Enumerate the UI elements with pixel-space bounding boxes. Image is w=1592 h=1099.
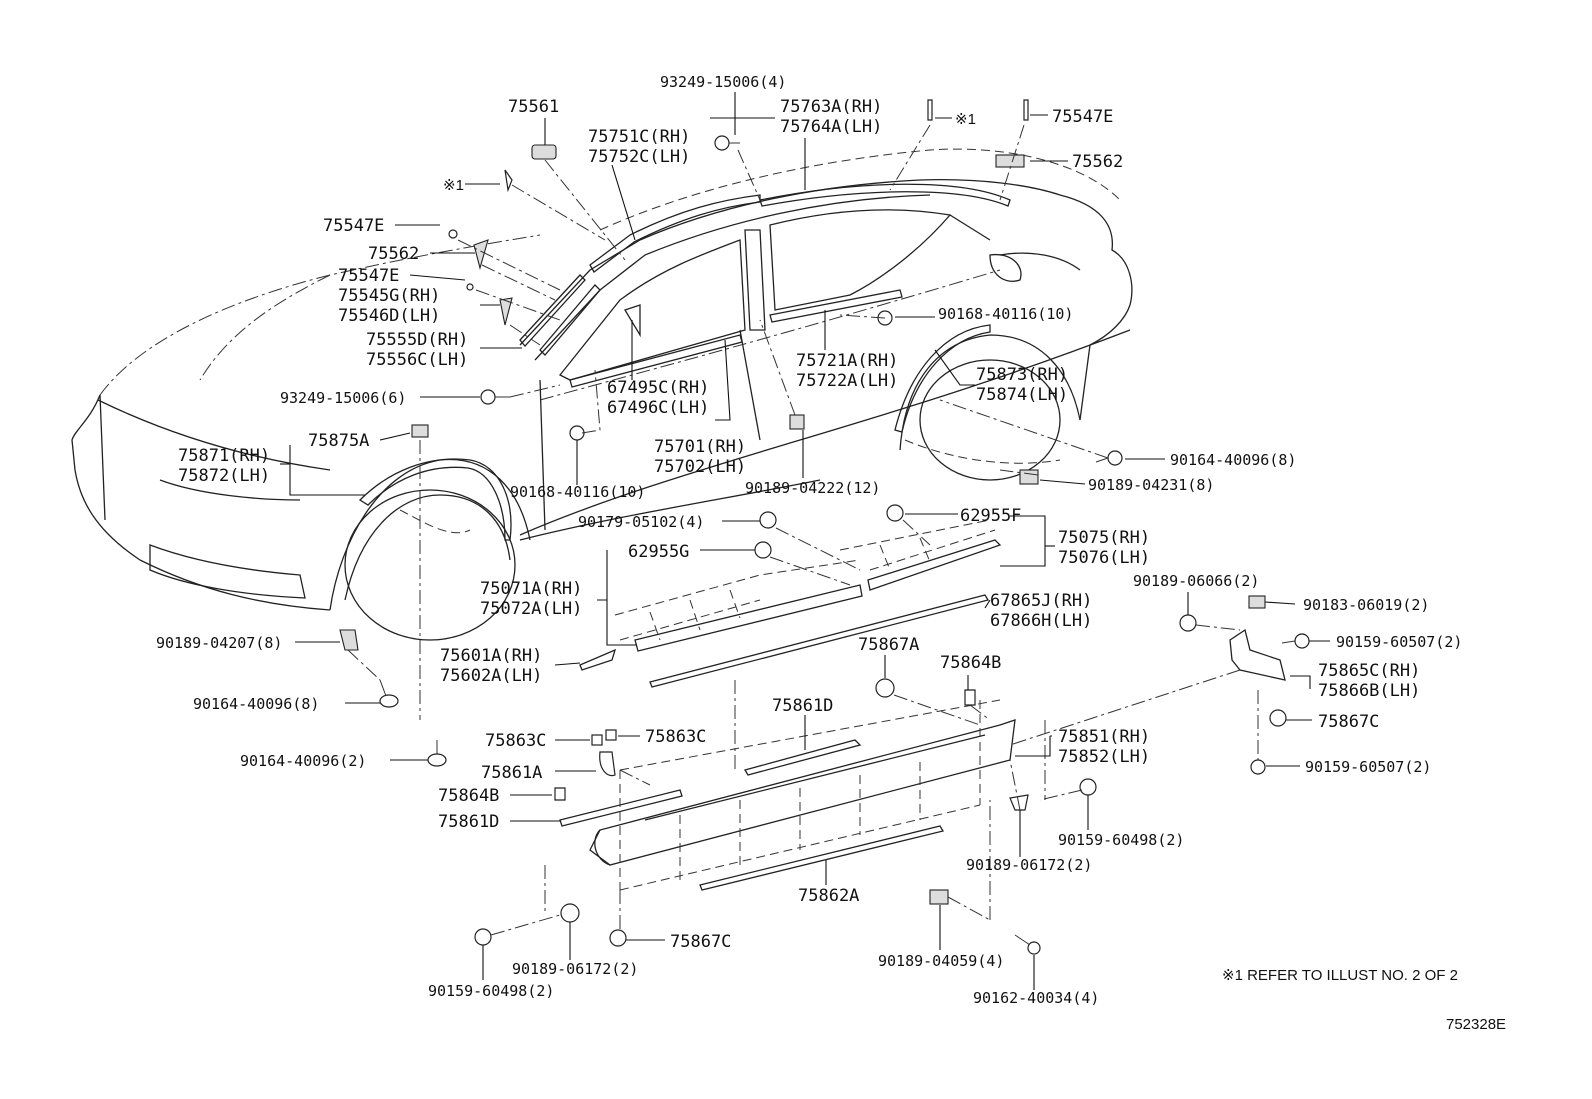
label-75861a: 75861A (481, 763, 542, 783)
label-90164-40096-left: 90164-40096(8) (193, 695, 319, 713)
label-90159-60498-right: 90159-60498(2) (1058, 831, 1184, 849)
label-75562-top: 75562 (1072, 152, 1123, 172)
label-75721a-rh: 75721A(RH) (796, 351, 898, 371)
label-90168-40116-left: 90168-40116(10) (510, 483, 645, 501)
label-90159-60507-b: 90159-60507(2) (1305, 758, 1431, 776)
label-75852-lh: 75852(LH) (1058, 747, 1150, 767)
label-75751c-rh: 75751C(RH) (588, 127, 690, 147)
label-75875a: 75875A (308, 431, 369, 451)
label-62955g: 62955G (628, 542, 689, 562)
label-75547e-b: 75547E (338, 266, 399, 286)
label-75701-rh: 75701(RH) (654, 437, 746, 457)
label-75076-lh: 75076(LH) (1058, 548, 1150, 568)
car-body-illustration (71, 148, 1133, 641)
label-75861d-top: 75861D (772, 696, 833, 716)
label-75555d-rh: 75555D(RH) (366, 330, 468, 350)
label-90189-04207: 90189-04207(8) (156, 634, 282, 652)
label-note1-left: ※1 (443, 177, 464, 194)
label-75874-lh: 75874(LH) (976, 385, 1068, 405)
label-90159-60498-left: 90159-60498(2) (428, 982, 554, 1000)
label-90159-60507-a: 90159-60507(2) (1336, 633, 1462, 651)
label-75863c-b: 75863C (645, 727, 706, 747)
label-75764a-lh: 75764A(LH) (780, 117, 882, 137)
label-75722a-lh: 75722A(LH) (796, 371, 898, 391)
fasteners (339, 99, 1310, 955)
label-75867c-bottom: 75867C (670, 932, 731, 952)
label-75865c-rh: 75865C(RH) (1318, 661, 1420, 681)
label-93249-15006-left: 93249-15006(6) (280, 389, 406, 407)
label-75871-rh: 75871(RH) (178, 446, 270, 466)
label-75861d-left: 75861D (438, 812, 499, 832)
label-90164-40096-bottom: 90164-40096(2) (240, 752, 366, 770)
label-90189-04231: 90189-04231(8) (1088, 476, 1214, 494)
leader-lines (280, 92, 1330, 990)
footer-notes: ※1 REFER TO ILLUST NO. 2 OF 2 752328E (1222, 967, 1506, 1033)
label-75763a-rh: 75763A(RH) (780, 97, 882, 117)
label-75872-lh: 75872(LH) (178, 466, 270, 486)
label-75561: 75561 (508, 97, 559, 117)
moldings-and-rocker (358, 183, 1286, 891)
label-75752c-lh: 75752C(LH) (588, 147, 690, 167)
part-labels: 93249-15006(4) 75561 75763A(RH) 75764A(L… (156, 73, 1462, 1007)
label-75702-lh: 75702(LH) (654, 457, 746, 477)
label-75867a: 75867A (858, 635, 919, 655)
label-93249-15006-top: 93249-15006(4) (660, 73, 786, 91)
label-75071a-rh: 75071A(RH) (480, 579, 582, 599)
label-note1-top: ※1 (955, 111, 976, 128)
label-90189-06172-left: 90189-06172(2) (512, 960, 638, 978)
label-75864b-left: 75864B (438, 786, 499, 806)
label-90189-06066: 90189-06066(2) (1133, 572, 1259, 590)
label-90164-40096-right: 90164-40096(8) (1170, 451, 1296, 469)
footnote: ※1 REFER TO ILLUST NO. 2 OF 2 (1222, 967, 1458, 984)
label-75866b-lh: 75866B(LH) (1318, 681, 1420, 701)
label-75547e-top: 75547E (1052, 107, 1113, 127)
label-75546d-lh: 75546D(LH) (338, 306, 440, 326)
label-67866h-lh: 67866H(LH) (990, 611, 1092, 631)
label-75556c-lh: 75556C(LH) (366, 350, 468, 370)
label-75075-rh: 75075(RH) (1058, 528, 1150, 548)
label-75862a: 75862A (798, 886, 859, 906)
label-90189-04059: 90189-04059(4) (878, 952, 1004, 970)
label-90189-04222: 90189-04222(12) (745, 479, 880, 497)
label-67495c-rh: 67495C(RH) (607, 378, 709, 398)
label-75863c-a: 75863C (485, 731, 546, 751)
label-75547e-a: 75547E (323, 216, 384, 236)
illustration-code: 752328E (1446, 1016, 1506, 1033)
label-75864b-top: 75864B (940, 653, 1001, 673)
label-75601a-rh: 75601A(RH) (440, 646, 542, 666)
label-75602a-lh: 75602A(LH) (440, 666, 542, 686)
label-90189-06172-right: 90189-06172(2) (966, 856, 1092, 874)
label-90162-40034: 90162-40034(4) (973, 989, 1099, 1007)
label-75072a-lh: 75072A(LH) (480, 599, 582, 619)
label-90179-05102: 90179-05102(4) (578, 513, 704, 531)
label-62955f: 62955F (960, 506, 1021, 526)
label-90183-06019: 90183-06019(2) (1303, 596, 1429, 614)
label-75867c-right: 75867C (1318, 712, 1379, 732)
label-75851-rh: 75851(RH) (1058, 727, 1150, 747)
label-90168-40116-right: 90168-40116(10) (938, 305, 1073, 323)
assembly-lines (347, 124, 1259, 936)
label-75545g-rh: 75545G(RH) (338, 286, 440, 306)
label-67496c-lh: 67496C(LH) (607, 398, 709, 418)
label-67865j-rh: 67865J(RH) (990, 591, 1092, 611)
label-75873-rh: 75873(RH) (976, 365, 1068, 385)
label-75562-left: 75562 (368, 244, 419, 264)
